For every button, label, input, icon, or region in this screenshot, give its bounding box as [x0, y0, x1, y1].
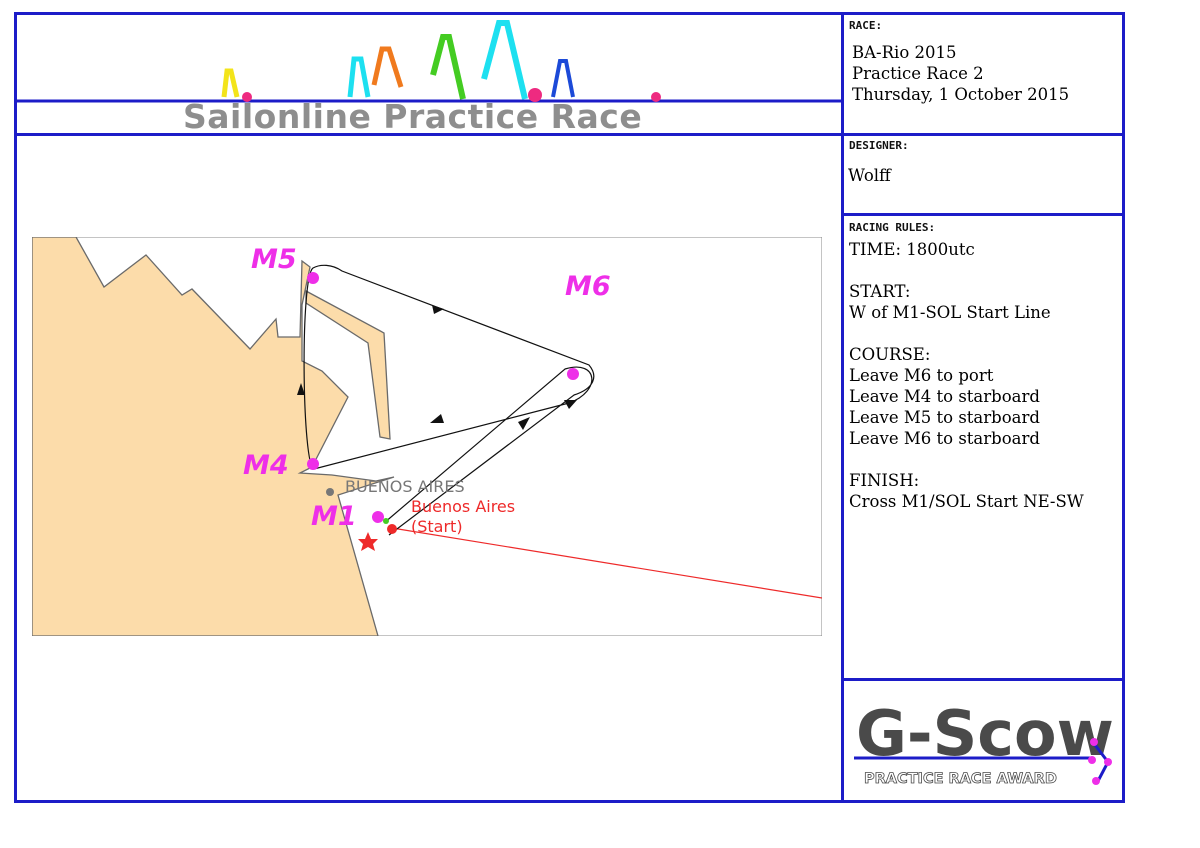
- sails-graphic: [17, 20, 841, 103]
- sail-yellow: [221, 68, 240, 98]
- race-label: RACE:: [849, 19, 883, 32]
- award-dot: [1092, 777, 1100, 785]
- arrow-icon: [297, 383, 305, 395]
- buoy-dot: [651, 92, 661, 102]
- sail-blue: [551, 59, 575, 98]
- start-label-name: Buenos Aires: [411, 497, 515, 516]
- race-details: BA-Rio 2015 Practice Race 2 Thursday, 1 …: [852, 42, 1069, 105]
- mark-m6: [567, 368, 579, 380]
- mark-m4-label: M4: [243, 450, 289, 481]
- rules-course-heading: COURSE:: [849, 345, 931, 364]
- award-logo: G-Scow PRACTICE RACE AWARD: [852, 695, 1114, 795]
- sol-dot: [383, 518, 389, 524]
- course-map-svg: M5 M6 M4 M1 BUENOS AIRES Buenos Aires (S…: [31, 236, 823, 637]
- rules-start-heading: START:: [849, 282, 911, 301]
- buoy-dot: [528, 88, 542, 102]
- rules-finish-text: Cross M1/SOL Start NE-SW: [849, 492, 1084, 511]
- mainland: [31, 236, 395, 637]
- arrow-icon: [564, 400, 577, 409]
- rules-details: TIME: 1800utc START: W of M1-SOL Start L…: [849, 239, 1084, 512]
- course-map: M5 M6 M4 M1 BUENOS AIRES Buenos Aires (S…: [31, 236, 823, 637]
- star-icon: [358, 532, 378, 551]
- buoy-dot: [242, 92, 252, 102]
- mark-m5-label: M5: [251, 244, 297, 275]
- column-divider: [841, 12, 844, 803]
- city-dot: [326, 488, 334, 496]
- page-frame: [14, 12, 1125, 803]
- sail-cyan: [347, 56, 371, 98]
- award-dot: [1088, 756, 1096, 764]
- city-label: BUENOS AIRES: [345, 477, 465, 496]
- arrow-icon: [432, 305, 444, 314]
- award-logo-svg: G-Scow PRACTICE RACE AWARD: [854, 697, 1114, 787]
- sail-orange: [371, 46, 404, 88]
- rules-time: TIME: 1800utc: [849, 240, 975, 259]
- rules-finish-heading: FINISH:: [849, 471, 920, 490]
- banner: Sailonline Practice Race: [17, 15, 841, 136]
- rules-course-item: Leave M6 to port: [849, 366, 994, 385]
- rules-course-item: Leave M6 to starboard: [849, 429, 1040, 448]
- mark-m6-label: M6: [565, 271, 611, 302]
- banner-title: Sailonline Practice Race: [183, 97, 643, 136]
- mark-m1-label: M1: [311, 501, 357, 532]
- mark-m4: [307, 458, 319, 470]
- designer-divider: [843, 213, 1125, 216]
- start-label-tag: (Start): [411, 517, 463, 536]
- rules-course-item: Leave M4 to starboard: [849, 387, 1040, 406]
- course-route: [303, 264, 595, 536]
- start-dot: [387, 524, 397, 534]
- award-dot: [1104, 758, 1112, 766]
- mark-m1: [372, 511, 384, 523]
- arrow-icon: [430, 414, 444, 423]
- sail-cyan-large: [481, 20, 528, 100]
- designer-details: Wolff: [848, 165, 891, 186]
- race-panel: RACE:: [849, 19, 882, 32]
- race-lines: BA-Rio 2015 Practice Race 2 Thursday, 1 …: [852, 43, 1070, 104]
- rules-start-text: W of M1-SOL Start Line: [849, 303, 1051, 322]
- award-dot: [1090, 738, 1098, 746]
- designer-panel: DESIGNER:: [849, 139, 909, 152]
- sail-green: [430, 34, 466, 100]
- mark-m5: [307, 272, 319, 284]
- rules-course-item: Leave M5 to starboard: [849, 408, 1040, 427]
- rules-label: RACING RULES:: [849, 221, 936, 234]
- arrow-icon: [518, 417, 530, 430]
- start-line: [391, 527, 823, 599]
- award-subtitle: PRACTICE RACE AWARD: [864, 771, 1057, 787]
- award-sub-bg: [854, 765, 1090, 787]
- rules-divider: [843, 678, 1125, 681]
- designer-label: DESIGNER:: [849, 139, 909, 152]
- designer-name: Wolff: [848, 166, 891, 185]
- race-divider: [843, 133, 1125, 136]
- banner-divider: [14, 133, 843, 136]
- rules-panel: RACING RULES:: [849, 221, 935, 234]
